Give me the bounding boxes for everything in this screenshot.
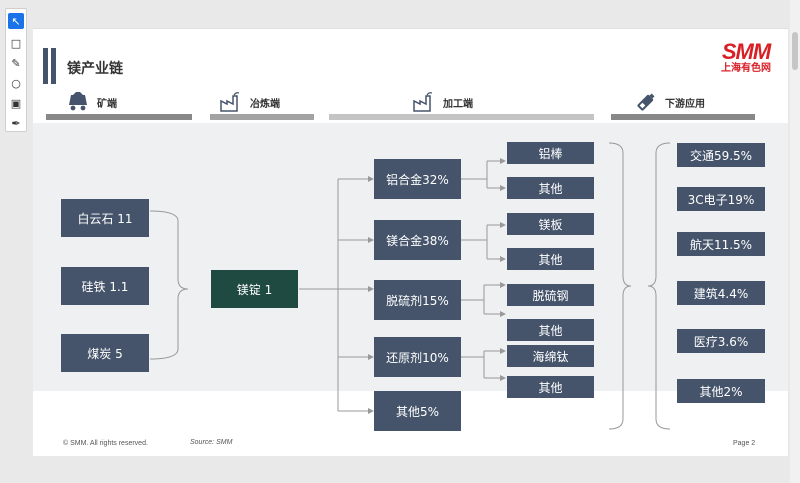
processing-node: 其他5% <box>374 391 461 431</box>
product-node: 脱硫钢 <box>507 284 594 306</box>
product-node: 其他 <box>507 177 594 199</box>
processing-node: 镁合金38% <box>374 220 461 260</box>
footer-source: Source: SMM <box>190 439 233 446</box>
annotation-toolbar: ↖ □ ✎ ○ ▣ ✒ <box>5 8 27 132</box>
comment-tool-icon[interactable]: □ <box>10 36 22 50</box>
vertical-scrollbar[interactable] <box>790 0 800 483</box>
smelting-node: 镁锭 1 <box>211 270 298 308</box>
text-tool-icon[interactable]: ▣ <box>10 96 22 110</box>
mining-node: 白云石 11 <box>61 199 149 237</box>
product-node: 其他 <box>507 319 594 341</box>
mining-node: 煤炭 5 <box>61 334 149 372</box>
stamp-tool-icon[interactable]: ✒ <box>11 116 21 130</box>
connector-lines <box>149 142 671 430</box>
stage-bar-mining <box>46 114 192 120</box>
product-node: 海绵钛 <box>507 345 594 367</box>
stage-bar-smelting <box>210 114 314 120</box>
application-node: 交通59.5% <box>677 143 765 167</box>
stage-bar-downstream <box>611 114 755 120</box>
stage-label: 下游应用 <box>665 98 705 110</box>
battery-icon <box>633 91 659 113</box>
pen-tool-icon[interactable]: ✎ <box>11 56 21 70</box>
logo-sub-text: 上海有色网 <box>721 63 771 74</box>
mining-cart-icon <box>65 91 91 113</box>
product-node: 镁板 <box>507 213 594 235</box>
select-tool-icon[interactable]: ↖ <box>8 13 24 29</box>
footer-copyright: © SMM. All rights reserved. <box>63 440 148 447</box>
product-node: 其他 <box>507 248 594 270</box>
application-node: 医疗3.6% <box>677 329 765 353</box>
slide-page: 镁产业链 SMM 上海有色网 矿端 冶炼端 加工端 <box>33 28 788 456</box>
smm-logo: SMM 上海有色网 <box>716 41 776 75</box>
factory-icon <box>218 91 244 113</box>
scrollbar-thumb[interactable] <box>792 32 798 70</box>
stage-downstream: 下游应用 <box>633 91 705 113</box>
page-title: 镁产业链 <box>67 61 123 77</box>
stage-smelting: 冶炼端 <box>218 91 280 113</box>
title-accent-bar <box>51 48 56 84</box>
lasso-tool-icon[interactable]: ○ <box>11 76 21 90</box>
mining-node: 硅铁 1.1 <box>61 267 149 305</box>
application-node: 建筑4.4% <box>677 281 765 305</box>
title-accent-bar <box>43 48 48 84</box>
application-node: 3C电子19% <box>677 187 765 211</box>
logo-main-text: SMM <box>721 39 771 64</box>
stage-bar-processing <box>329 114 594 120</box>
stage-label: 加工端 <box>443 98 473 110</box>
application-node: 其他2% <box>677 379 765 403</box>
stage-label: 矿端 <box>97 98 117 110</box>
product-node: 铝棒 <box>507 142 594 164</box>
processing-node: 铝合金32% <box>374 159 461 199</box>
processing-node: 还原剂10% <box>374 337 461 377</box>
stage-processing: 加工端 <box>411 91 473 113</box>
application-node: 航天11.5% <box>677 232 765 256</box>
stage-mining: 矿端 <box>65 91 117 113</box>
processing-node: 脱硫剂15% <box>374 280 461 320</box>
footer-page-number: Page 2 <box>733 440 756 447</box>
factory-icon <box>411 91 437 113</box>
stage-label: 冶炼端 <box>250 98 280 110</box>
product-node: 其他 <box>507 376 594 398</box>
